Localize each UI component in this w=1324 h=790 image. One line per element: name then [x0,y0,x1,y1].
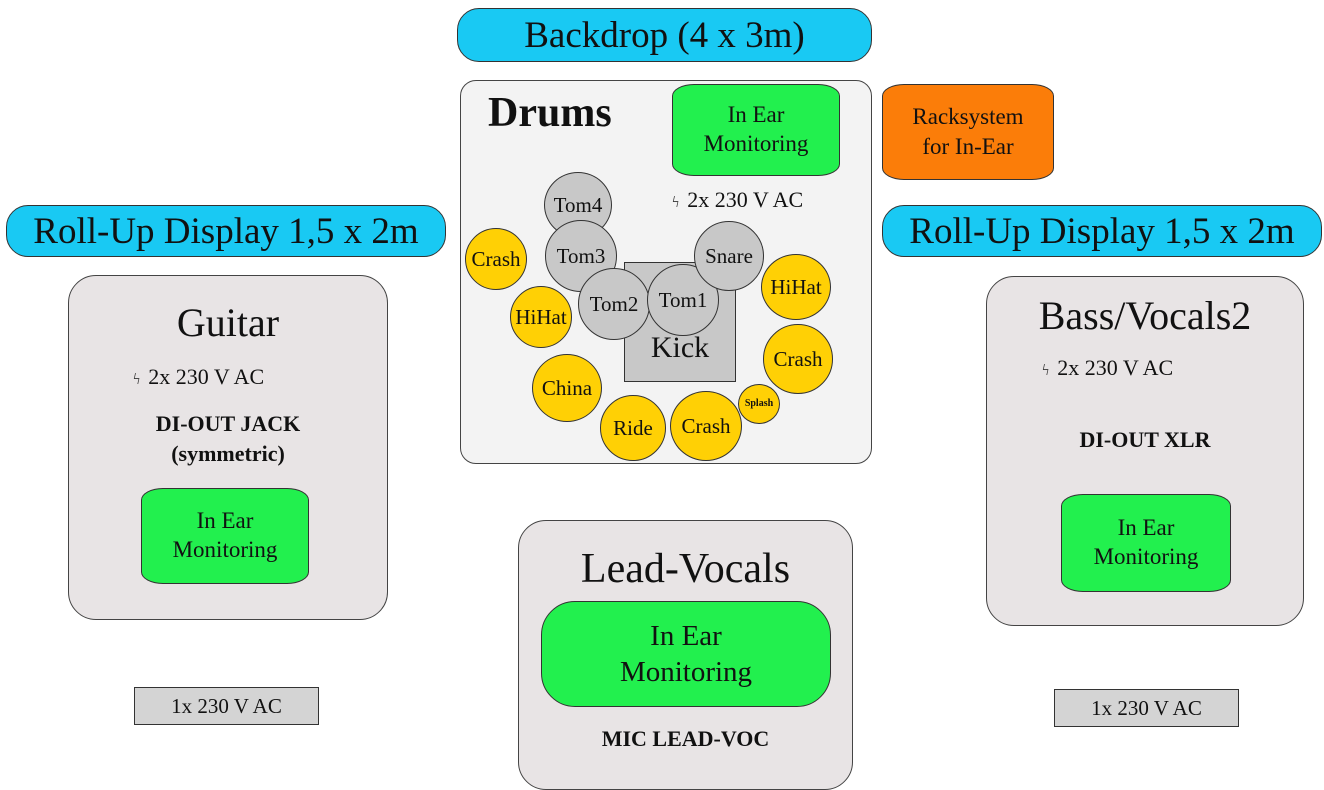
rollup-left-text: Roll-Up Display 1,5 x 2m [33,210,419,252]
cymbal-crash-right-label: Crash [773,346,823,371]
drums-iem-line2: Monitoring [703,131,809,156]
guitar-title: Guitar [176,300,280,345]
power-plug-icon: ϟ [1042,362,1050,379]
power-plug-icon: ϟ [672,194,680,211]
backdrop-text: Backdrop (4 x 3m) [524,14,805,56]
rollup-display-right: Roll-Up Display 1,5 x 2m [882,205,1322,257]
tom1: Tom1 [647,264,719,336]
lead-iem: In Ear Monitoring [541,601,831,707]
rollup-right-text: Roll-Up Display 1,5 x 2m [909,210,1295,252]
cymbal-ride-label: Ride [613,415,653,440]
bass-socket-text: 1x 230 V AC [1091,695,1202,720]
drums-power-text: 2x 230 V AC [687,187,804,212]
bass-title: Bass/Vocals2 [1038,293,1252,338]
cymbal-hihat-right: HiHat [761,254,831,320]
cymbal-splash-label: Splash [744,398,774,409]
bass-socket: 1x 230 V AC [1054,689,1239,727]
lead-iem-line1: In Ear [650,619,722,652]
backdrop-label: Backdrop (4 x 3m) [457,8,872,62]
bass-iem-line1: In Ear [1117,515,1175,541]
guitar-iem-line2: Monitoring [172,537,278,562]
drums-iem: In Ear Monitoring [672,84,840,176]
bass-iem-line2: Monitoring [1093,544,1199,569]
guitar-socket-text: 1x 230 V AC [171,693,282,718]
tom1-label: Tom1 [658,287,708,312]
cymbal-hihat-left: HiHat [510,286,572,348]
guitar-di: DI-OUT JACK (symmetric) [68,409,388,468]
tom2: Tom2 [578,268,650,340]
lead-title: Lead-Vocals [580,546,791,592]
cymbal-hihat-right-label: HiHat [770,274,822,299]
drums-title: Drums [488,90,612,136]
snare-label: Snare [705,243,753,268]
guitar-socket: 1x 230 V AC [134,687,319,725]
guitar-power: ϟ 2x 230 V AC [133,366,264,388]
racksystem: Racksystem for In-Ear [882,84,1054,180]
bass-power: ϟ 2x 230 V AC [1042,357,1173,379]
guitar-di-line2: (symmetric) [171,440,285,466]
snare: Snare [694,221,764,291]
cymbal-crash-left-label: Crash [471,246,521,271]
cymbal-crash-right: Crash [763,324,833,394]
power-plug-icon: ϟ [133,371,141,388]
cymbal-splash: Splash [738,384,780,424]
cymbal-hihat-left-label: HiHat [515,304,567,329]
guitar-iem: In Ear Monitoring [141,488,309,584]
rollup-display-left: Roll-Up Display 1,5 x 2m [6,205,446,257]
tom2-label: Tom2 [589,291,639,316]
tom4-label: Tom4 [553,192,603,217]
bass-power-text: 2x 230 V AC [1057,355,1174,380]
kick-label: Kick [650,331,710,364]
lead-mic: MIC LEAD-VOC [601,726,770,751]
cymbal-crash-bottom-label: Crash [681,413,731,438]
guitar-di-line1: DI-OUT JACK [155,411,301,436]
bass-di: DI-OUT XLR [1079,427,1211,452]
cymbal-china-label: China [541,375,593,400]
tom3-label: Tom3 [556,243,606,268]
lead-iem-line2: Monitoring [619,656,753,688]
drums-iem-line1: In Ear [727,102,785,128]
guitar-iem-line1: In Ear [196,508,254,534]
cymbal-china: China [532,354,602,422]
cymbal-crash-bottom: Crash [670,391,742,461]
drums-power: ϟ 2x 230 V AC [672,189,803,211]
bass-iem: In Ear Monitoring [1061,494,1231,592]
guitar-power-text: 2x 230 V AC [148,364,265,389]
rack-line1: Racksystem [912,104,1024,130]
cymbal-crash-left: Crash [465,228,527,290]
rack-line2: for In-Ear [922,134,1014,159]
cymbal-ride: Ride [600,395,666,461]
